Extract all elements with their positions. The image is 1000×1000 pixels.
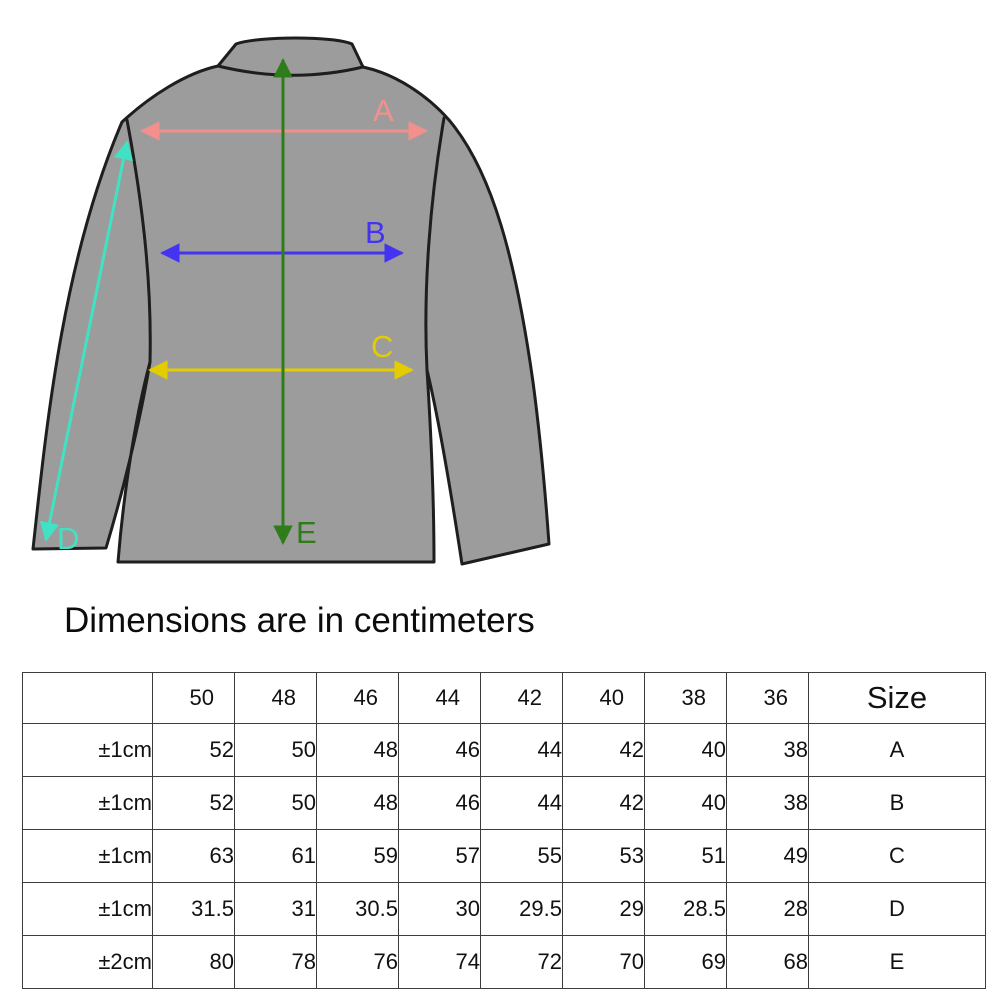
value-cell: 48 (316, 776, 399, 830)
size-letter-cell: A (808, 723, 986, 777)
value-cell: 63 (152, 829, 235, 883)
value-cell: 40 (644, 776, 727, 830)
value-cell: 44 (480, 776, 563, 830)
value-cell: 44 (480, 723, 563, 777)
header-size-36: 36 (726, 672, 809, 724)
measurement-label-d: D (57, 521, 79, 556)
table-row-d: ±1cm 31.5 31 30.5 30 29.5 29 28.5 28 D (22, 882, 986, 936)
table-row-c: ±1cm 63 61 59 57 55 53 51 49 C (22, 829, 986, 883)
jacket-diagram-svg: A B C D E (31, 36, 551, 566)
header-size-44: 44 (398, 672, 481, 724)
measurement-label-a: A (373, 93, 394, 128)
value-cell: 48 (316, 723, 399, 777)
value-cell: 52 (152, 723, 235, 777)
value-cell: 80 (152, 935, 235, 989)
tolerance-cell: ±1cm (22, 882, 153, 936)
value-cell: 61 (234, 829, 317, 883)
size-chart-table: 50 48 46 44 42 40 38 36 Size ±1cm 52 50 … (22, 672, 986, 989)
value-cell: 42 (562, 723, 645, 777)
value-cell: 50 (234, 723, 317, 777)
table-row-a: ±1cm 52 50 48 46 44 42 40 38 A (22, 723, 986, 777)
value-cell: 50 (234, 776, 317, 830)
size-letter-cell: E (808, 935, 986, 989)
value-cell: 46 (398, 723, 481, 777)
tolerance-cell: ±2cm (22, 935, 153, 989)
value-cell: 46 (398, 776, 481, 830)
header-size-38: 38 (644, 672, 727, 724)
header-size-42: 42 (480, 672, 563, 724)
tolerance-cell: ±1cm (22, 829, 153, 883)
value-cell: 38 (726, 723, 809, 777)
value-cell: 30 (398, 882, 481, 936)
value-cell: 59 (316, 829, 399, 883)
value-cell: 42 (562, 776, 645, 830)
value-cell: 76 (316, 935, 399, 989)
jacket-outline (31, 36, 551, 566)
size-letter-cell: D (808, 882, 986, 936)
value-cell: 69 (644, 935, 727, 989)
units-caption: Dimensions are in centimeters (64, 601, 535, 640)
right-armhole-seam (424, 116, 446, 372)
measurement-label-e: E (296, 515, 317, 550)
table-row-b: ±1cm 52 50 48 46 44 42 40 38 B (22, 776, 986, 830)
value-cell: 52 (152, 776, 235, 830)
value-cell: 55 (480, 829, 563, 883)
value-cell: 57 (398, 829, 481, 883)
value-cell: 53 (562, 829, 645, 883)
value-cell: 31.5 (152, 882, 235, 936)
jacket-measurement-diagram: A B C D E (0, 0, 600, 590)
value-cell: 28.5 (644, 882, 727, 936)
value-cell: 78 (234, 935, 317, 989)
value-cell: 30.5 (316, 882, 399, 936)
value-cell: 38 (726, 776, 809, 830)
tolerance-cell: ±1cm (22, 723, 153, 777)
header-size-48: 48 (234, 672, 317, 724)
value-cell: 68 (726, 935, 809, 989)
measurement-label-c: C (371, 329, 393, 364)
value-cell: 40 (644, 723, 727, 777)
value-cell: 28 (726, 882, 809, 936)
value-cell: 49 (726, 829, 809, 883)
header-size-46: 46 (316, 672, 399, 724)
header-size-label: Size (808, 672, 986, 724)
value-cell: 29.5 (480, 882, 563, 936)
table-row-e: ±2cm 80 78 76 74 72 70 69 68 E (22, 935, 986, 989)
tolerance-cell: ±1cm (22, 776, 153, 830)
header-empty-cell (22, 672, 153, 724)
measurement-label-b: B (365, 215, 386, 250)
value-cell: 70 (562, 935, 645, 989)
value-cell: 29 (562, 882, 645, 936)
table-header-row: 50 48 46 44 42 40 38 36 Size (22, 672, 986, 724)
value-cell: 31 (234, 882, 317, 936)
header-size-40: 40 (562, 672, 645, 724)
measurement-arrow-d (39, 140, 134, 542)
value-cell: 51 (644, 829, 727, 883)
size-letter-cell: C (808, 829, 986, 883)
header-size-50: 50 (152, 672, 235, 724)
value-cell: 74 (398, 935, 481, 989)
value-cell: 72 (480, 935, 563, 989)
size-letter-cell: B (808, 776, 986, 830)
